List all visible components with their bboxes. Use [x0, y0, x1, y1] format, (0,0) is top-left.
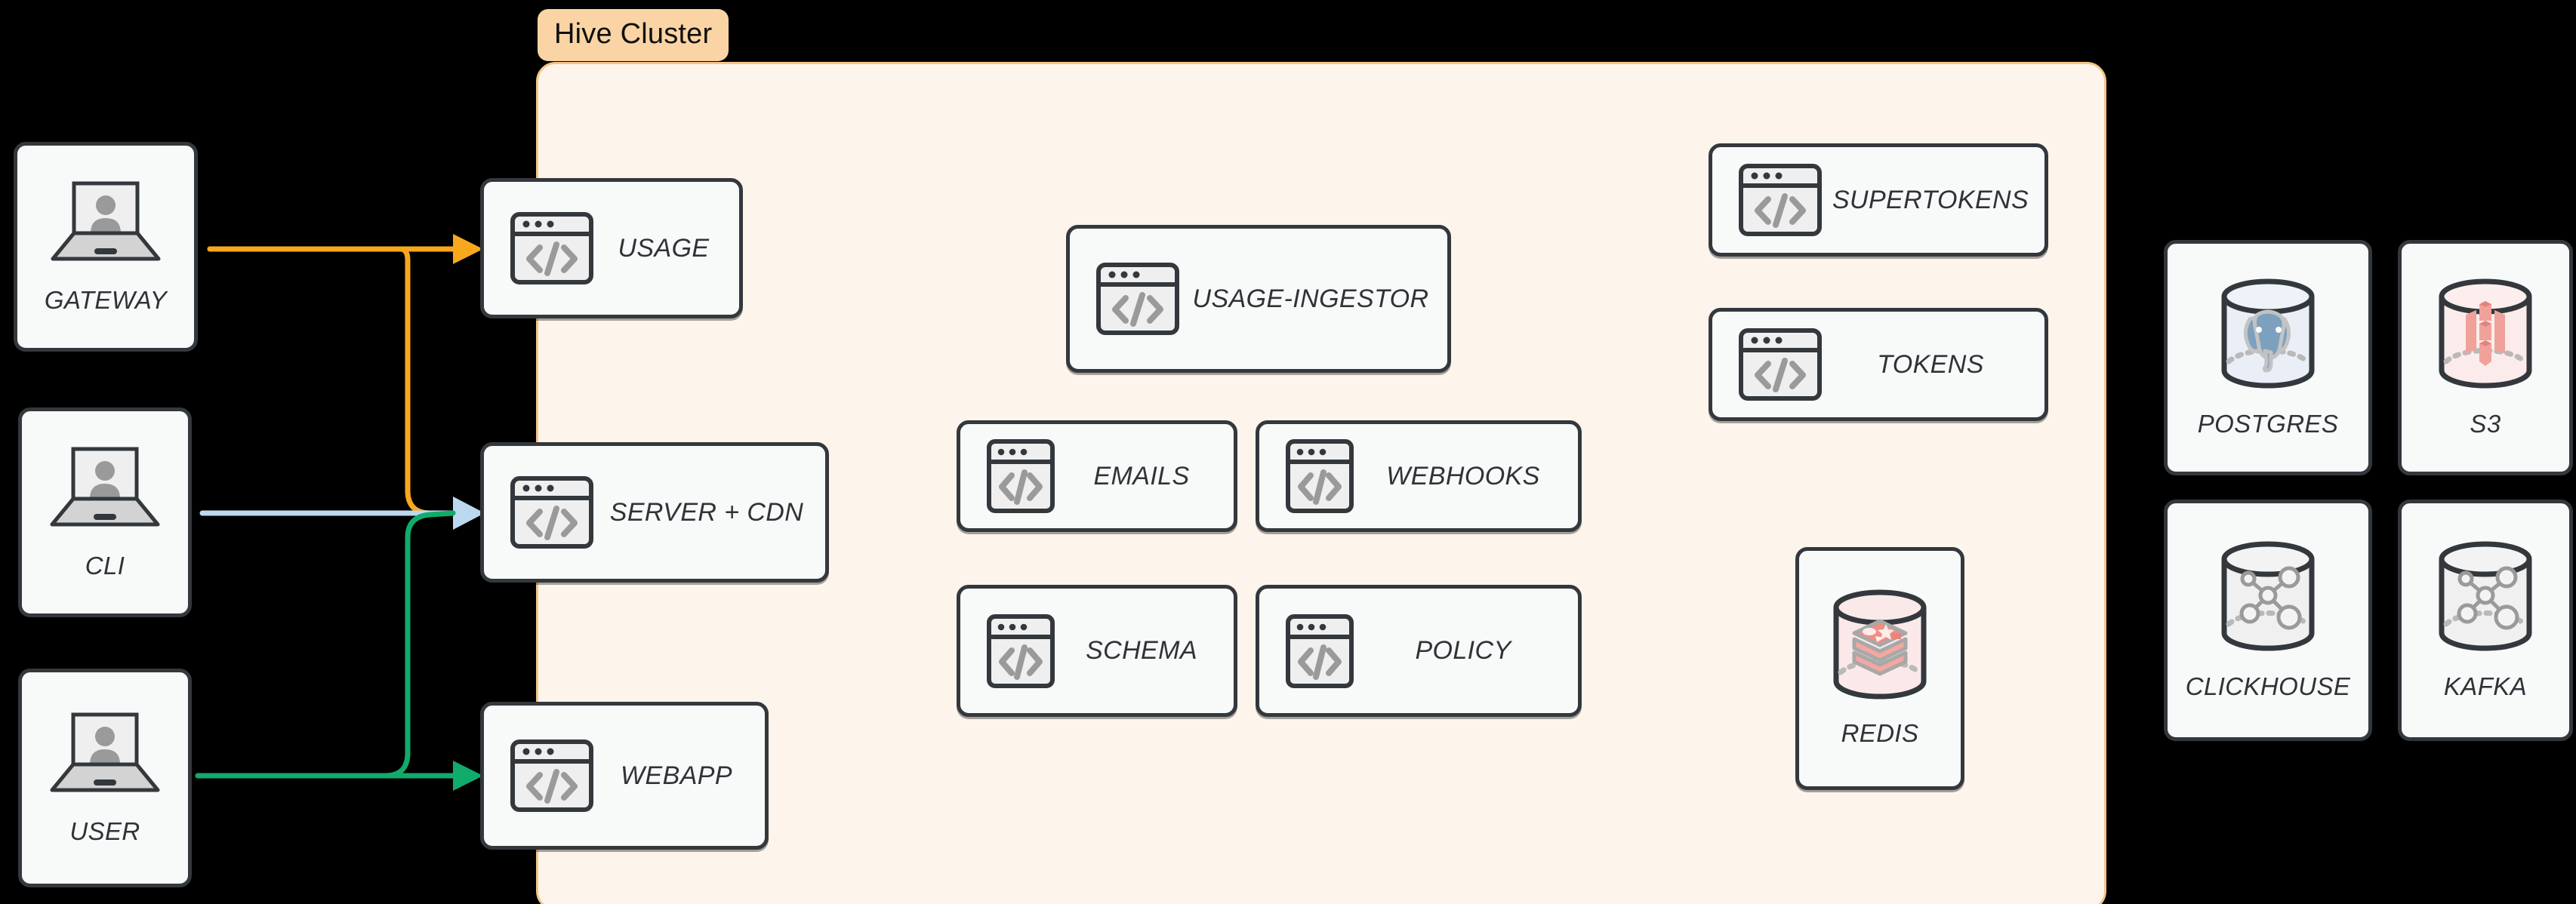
code-window-icon	[1095, 262, 1180, 336]
node-label: S3	[2470, 410, 2501, 438]
node-label: KAFKA	[2443, 672, 2528, 700]
node-label: TOKENS	[1877, 349, 1984, 379]
node-label: SUPERTOKENS	[1832, 185, 2029, 214]
laptop-user-icon	[48, 444, 162, 532]
database-redis-icon	[1829, 589, 1931, 700]
node-policy[interactable]: POLICY	[1256, 585, 1582, 717]
code-window-icon	[986, 438, 1055, 514]
node-cli[interactable]: CLI	[18, 407, 192, 617]
wire-user-to-server-cdn	[195, 510, 456, 779]
node-label: WEBHOOKS	[1386, 461, 1540, 490]
laptop-user-icon	[48, 710, 162, 798]
node-label: USAGE-INGESTOR	[1192, 284, 1429, 313]
node-label: USAGE	[618, 233, 710, 263]
node-postgres[interactable]: POSTGRES	[2164, 240, 2372, 475]
node-label: GATEWAY	[44, 286, 168, 314]
node-kafka[interactable]: KAFKA	[2398, 500, 2573, 741]
code-window-icon	[1738, 163, 1823, 237]
wire-gateway-to-usage	[207, 246, 456, 516]
code-window-icon	[1285, 613, 1354, 689]
node-label: USER	[69, 817, 140, 845]
node-s3[interactable]: S3	[2398, 240, 2573, 475]
node-usage-ingestor[interactable]: USAGE-INGESTOR	[1066, 225, 1451, 373]
code-window-icon	[510, 475, 594, 549]
node-label: REDIS	[1841, 719, 1919, 747]
code-window-icon	[510, 739, 594, 813]
node-webapp[interactable]: WEBAPP	[480, 702, 769, 850]
node-label: WEBAPP	[621, 761, 732, 790]
node-usage[interactable]: USAGE	[480, 178, 743, 318]
node-label: CLICKHOUSE	[2185, 672, 2351, 700]
arrowhead-usage	[453, 234, 483, 264]
arrowhead-webapp	[453, 761, 483, 791]
node-label: POLICY	[1415, 636, 1511, 665]
node-gateway[interactable]: GATEWAY	[14, 142, 198, 352]
laptop-user-icon	[48, 179, 163, 266]
node-clickhouse[interactable]: CLICKHOUSE	[2164, 500, 2372, 741]
node-label: CLI	[85, 552, 125, 580]
node-label: EMAILS	[1093, 461, 1190, 490]
node-label: POSTGRES	[2197, 410, 2339, 438]
node-tokens[interactable]: TOKENS	[1709, 308, 2048, 421]
database-nodes-icon	[2433, 540, 2538, 653]
node-webhooks[interactable]: WEBHOOKS	[1256, 420, 1582, 532]
node-emails[interactable]: EMAILS	[957, 420, 1237, 532]
node-label: SERVER + CDN	[609, 497, 804, 527]
node-schema[interactable]: SCHEMA	[957, 585, 1237, 717]
hive-cluster-label: Hive Cluster	[538, 9, 729, 61]
node-supertokens[interactable]: SUPERTOKENS	[1709, 143, 2048, 257]
database-nodes-icon	[2215, 540, 2321, 653]
code-window-icon	[510, 211, 594, 285]
code-window-icon	[1285, 438, 1354, 514]
node-user[interactable]: USER	[18, 669, 192, 887]
node-label: SCHEMA	[1086, 636, 1197, 665]
database-s3-icon	[2433, 277, 2538, 390]
code-window-icon	[986, 613, 1055, 689]
node-server-cdn[interactable]: SERVER + CDN	[480, 442, 829, 583]
database-postgres-icon	[2215, 277, 2321, 390]
code-window-icon	[1738, 327, 1823, 401]
node-redis[interactable]: REDIS	[1795, 547, 1964, 790]
